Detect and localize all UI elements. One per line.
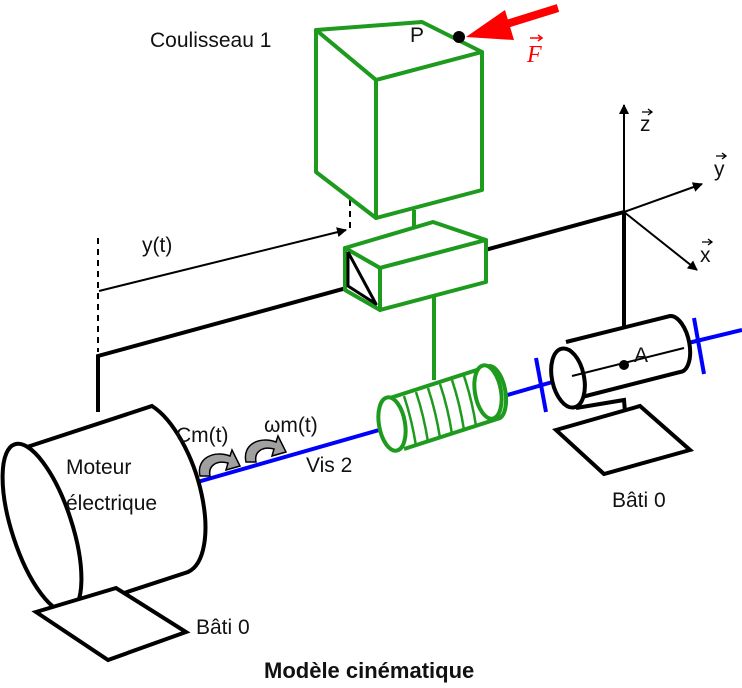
axes xyxy=(619,104,703,271)
right-frame-base xyxy=(552,397,695,477)
screw-label: Vis 2 xyxy=(306,454,352,477)
right-bearing xyxy=(549,314,693,410)
x-axis-label: x xyxy=(700,244,711,267)
left-frame-label: Bâti 0 xyxy=(196,616,250,639)
right-frame-label: Bâti 0 xyxy=(612,489,666,512)
nut-cylinder xyxy=(376,363,509,453)
torque-label: Cm(t) xyxy=(176,424,228,447)
force-arrow xyxy=(466,4,560,40)
screw-shaft xyxy=(179,317,742,489)
motor xyxy=(0,403,208,616)
force-vector-mark xyxy=(530,34,544,42)
point-a-label: A xyxy=(634,344,648,367)
y-axis xyxy=(623,182,703,213)
omega-label: ωm(t) xyxy=(264,414,318,437)
slider-block xyxy=(314,20,484,220)
y-axis-label: y xyxy=(714,158,725,181)
z-axis-label: z xyxy=(640,113,651,136)
point-p-label: P xyxy=(410,24,424,47)
axis-vector-marks xyxy=(642,108,728,246)
slider-label: Coulisseau 1 xyxy=(150,29,271,52)
motor-label-line1: Moteur xyxy=(66,456,131,479)
force-label: F xyxy=(526,42,542,68)
point-a-marker xyxy=(619,360,629,370)
displacement-indicator xyxy=(97,112,351,352)
torque-arrow xyxy=(198,448,242,477)
point-p-marker xyxy=(453,31,465,43)
omega-arrow xyxy=(244,434,288,463)
motor-label-line2: électrique xyxy=(66,492,157,515)
left-frame-base xyxy=(31,585,191,663)
x-axis xyxy=(623,211,698,271)
prismatic-joint xyxy=(343,220,488,312)
displacement-label: y(t) xyxy=(142,234,172,257)
nut-threads xyxy=(402,375,478,447)
diagram-title: Modèle cinématique xyxy=(264,658,474,683)
